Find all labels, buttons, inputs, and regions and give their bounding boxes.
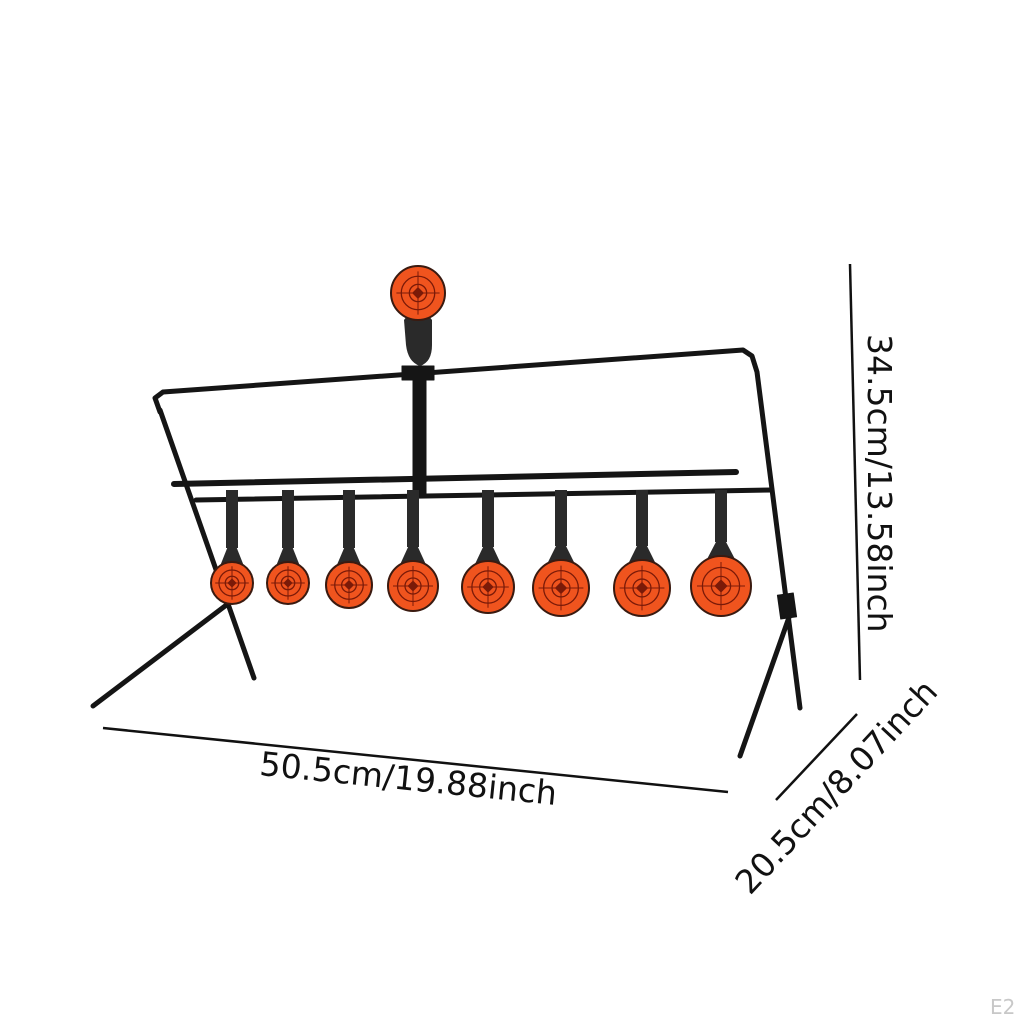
width-dimension-label: 50.5cm/19.88inch: [258, 744, 559, 813]
paddle-target-1: [210, 490, 254, 605]
width-dimension-line: [102, 726, 729, 794]
depth-dimension-line: [775, 713, 858, 801]
paddle-face-1: [210, 561, 254, 605]
paddle-target-3: [325, 490, 373, 609]
right-collar: [776, 592, 798, 620]
center-clamp: [401, 365, 435, 381]
paddle-target-2: [266, 490, 310, 605]
reset-target-top: [390, 265, 446, 366]
paddle-target-6: [532, 490, 590, 617]
paddle-face-4: [387, 560, 439, 612]
watermark-text: E2: [990, 995, 1015, 1019]
top-target-face: [390, 265, 446, 321]
paddle-face-6: [532, 559, 590, 617]
paddle-target-4: [387, 490, 439, 612]
paddle-target-7: [613, 490, 671, 617]
center-post: [412, 367, 427, 497]
target-stand-frame: [90, 347, 803, 759]
right-leg-back: [737, 603, 796, 759]
paddle-face-3: [325, 561, 373, 609]
left-leg-front: [157, 407, 257, 681]
left-leg-back: [90, 597, 236, 709]
height-dimension-line: [848, 263, 862, 681]
paddle-target-5: [461, 490, 515, 614]
height-dimension-label: 34.5cm/13.58inch: [860, 334, 899, 633]
paddle-face-8: [690, 555, 752, 617]
dimension-lines: [102, 263, 862, 801]
cross-rail-upper: [171, 469, 739, 487]
paddle-face-7: [613, 559, 671, 617]
paddle-face-2: [266, 561, 310, 605]
top-rail: [152, 347, 803, 711]
paddle-target-8: [690, 490, 752, 617]
top-target-neck: [404, 310, 432, 366]
paddle-face-5: [461, 560, 515, 614]
paddle-target-row: [210, 490, 752, 617]
